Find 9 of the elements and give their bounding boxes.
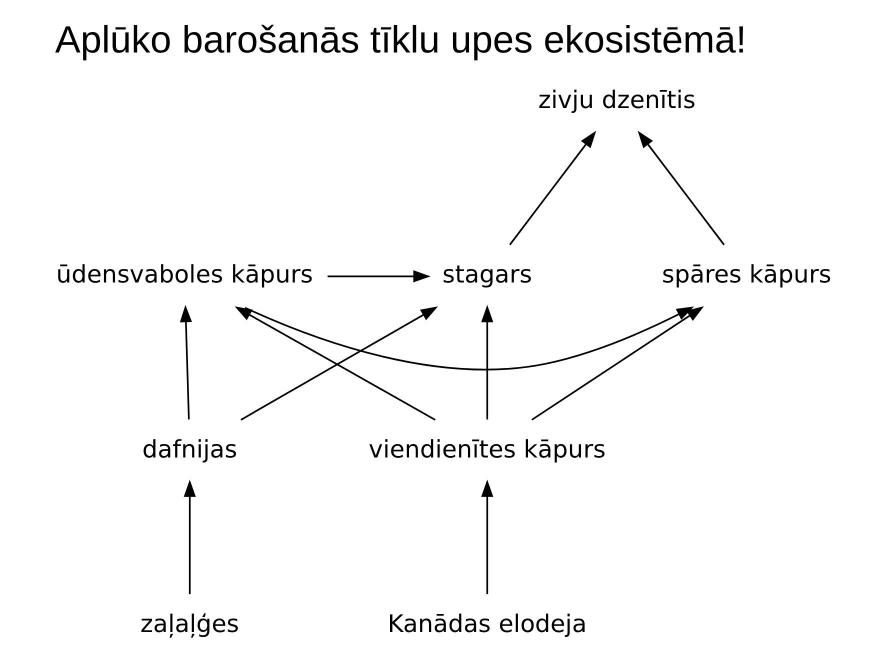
node-text: viendienītes kāpurs <box>368 435 606 464</box>
node-text: zaļaļģes <box>140 610 239 638</box>
node-text: Kanādas elodeja <box>387 610 586 638</box>
node-text: dafnijas <box>142 435 237 464</box>
node-text: zivju dzenītis <box>538 86 696 114</box>
node-text: spāres kāpurs <box>661 260 831 289</box>
node-text: stagars <box>442 260 532 289</box>
node-text: ūdensvaboles kāpurs <box>56 260 313 289</box>
diagram-title: Aplūko barošanās tīklu upes ekosistēmā! <box>54 20 746 62</box>
